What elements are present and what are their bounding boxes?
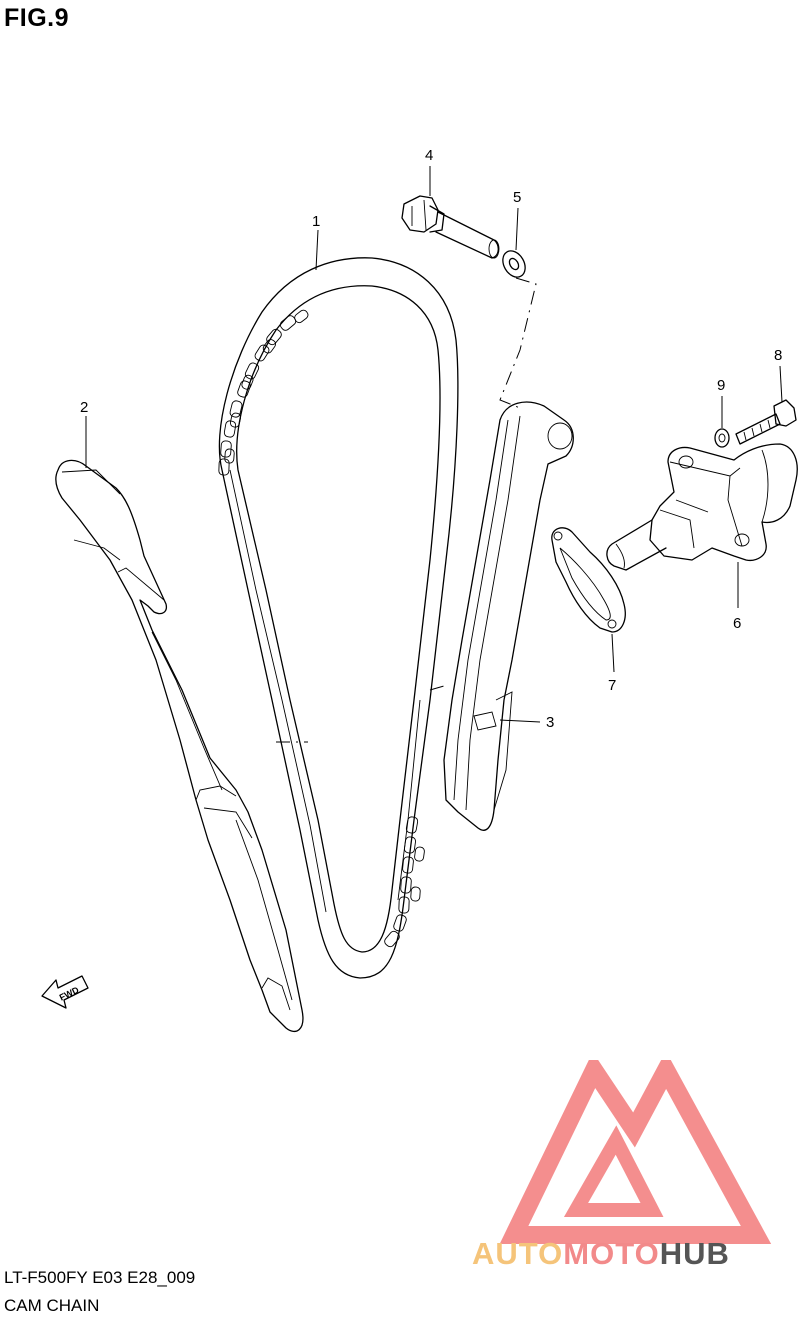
- tensioner-adjuster-part[interactable]: [606, 443, 798, 571]
- callout-6: 6: [733, 615, 741, 632]
- callout-1: 1: [312, 213, 320, 230]
- callout-8: 8: [774, 347, 782, 364]
- chain-guide-part[interactable]: [55, 459, 304, 1033]
- gasket-part[interactable]: [551, 527, 626, 633]
- callout-9: 9: [717, 377, 725, 394]
- fwd-label: FWD: [58, 984, 81, 1002]
- watermark-auto: AUTO: [472, 1236, 564, 1271]
- model-code: LT-F500FY E03 E28_009: [4, 1268, 196, 1287]
- fwd-arrow-icon: FWD: [41, 975, 89, 1009]
- figure-title: FIG.9: [4, 4, 70, 32]
- callout-2: 2: [80, 399, 88, 416]
- tensioner-guide-part[interactable]: [443, 401, 574, 831]
- callout-3: 3: [546, 714, 554, 731]
- watermark-moto: MOTO: [563, 1236, 660, 1271]
- watermark-text: AUTOMOTOHUB: [472, 1236, 730, 1272]
- pivot-bolt-part[interactable]: [401, 195, 500, 259]
- automotohub-logo-icon: [499, 1060, 772, 1244]
- cam-chain-part[interactable]: [218, 257, 459, 979]
- bolt-part[interactable]: [735, 399, 797, 445]
- callout-numbers: 1 2 3 4 5 6 7 8 9: [80, 147, 782, 731]
- callout-4: 4: [425, 147, 433, 164]
- callout-5: 5: [513, 189, 521, 206]
- section-name: CAM CHAIN: [4, 1296, 100, 1315]
- callout-7: 7: [608, 677, 616, 694]
- leader-lines: [85, 166, 783, 743]
- watermark-hub: HUB: [659, 1236, 730, 1271]
- washer-part[interactable]: [498, 247, 529, 281]
- small-washer-part[interactable]: [714, 428, 730, 448]
